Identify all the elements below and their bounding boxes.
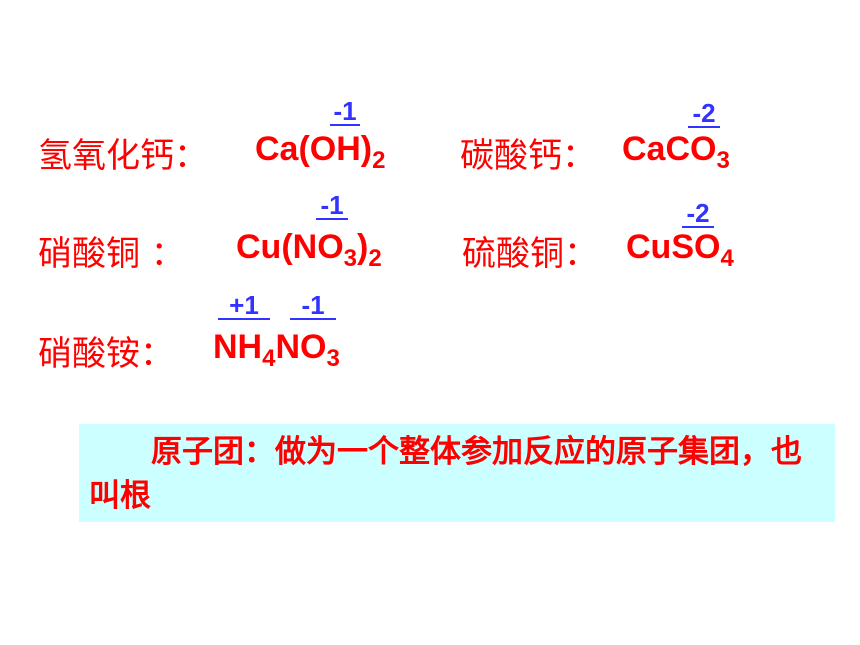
formula-subscript: 4 [262,345,276,372]
formula-paren: ) [357,228,369,266]
formula-ammonium: NH [213,328,263,366]
row-copper-nitrate: 硝酸铜 ： -1 Cu(NO3)2 硫酸铜： -2 CuSO4 [0,192,860,278]
formula-subscript: 2 [372,147,386,174]
copper-sulfate-label: 硫酸铜： [462,234,598,274]
definition-box: 原子团：做为一个整体参加反应的原子集团，也叫根 [79,424,835,522]
ammonium-nitrate-formula: NH4NO3 [213,328,340,371]
copper-sulfate-formula: CuSO4 [626,228,734,271]
nitrate-charge-2: -1 [290,292,336,320]
formula-main: CaCO [622,130,717,168]
calcium-carbonate-formula: CaCO3 [622,130,730,173]
formula-main: Ca(OH) [255,130,373,168]
formula-subscript-outer: 2 [368,245,382,272]
ammonium-nitrate-label: 硝酸铵： [38,334,174,374]
formula-subscript: 3 [716,147,730,174]
row-ammonium-nitrate: 硝酸铵： +1 -1 NH4NO3 [0,292,860,376]
ammonium-charge: +1 [218,292,270,320]
calcium-carbonate-label: 碳酸钙： [460,136,596,176]
sulfate-charge: -2 [682,200,714,228]
definition-text: 原子团：做为一个整体参加反应的原子集团，也叫根 [89,434,802,514]
calcium-hydroxide-label: 氢氧化钙： [38,136,208,176]
calcium-hydroxide-formula: Ca(OH)2 [255,130,385,173]
nitrate-charge: -1 [316,192,348,220]
copper-nitrate-label: 硝酸铜 ： [38,234,185,274]
copper-nitrate-formula: Cu(NO3)2 [236,228,382,271]
hydroxide-charge: -1 [330,98,360,126]
carbonate-charge: -2 [688,100,720,128]
formula-subscript: 3 [343,245,358,272]
formula-main: Cu(NO [236,228,344,266]
formula-subscript-2: 3 [326,345,340,372]
formula-main: CuSO [626,228,721,266]
row-calcium-hydroxide: 氢氧化钙： -1 Ca(OH)2 碳酸钙： -2 CaCO3 [0,98,860,180]
formula-subscript: 4 [720,245,734,272]
formula-nitrate: NO [275,328,327,366]
